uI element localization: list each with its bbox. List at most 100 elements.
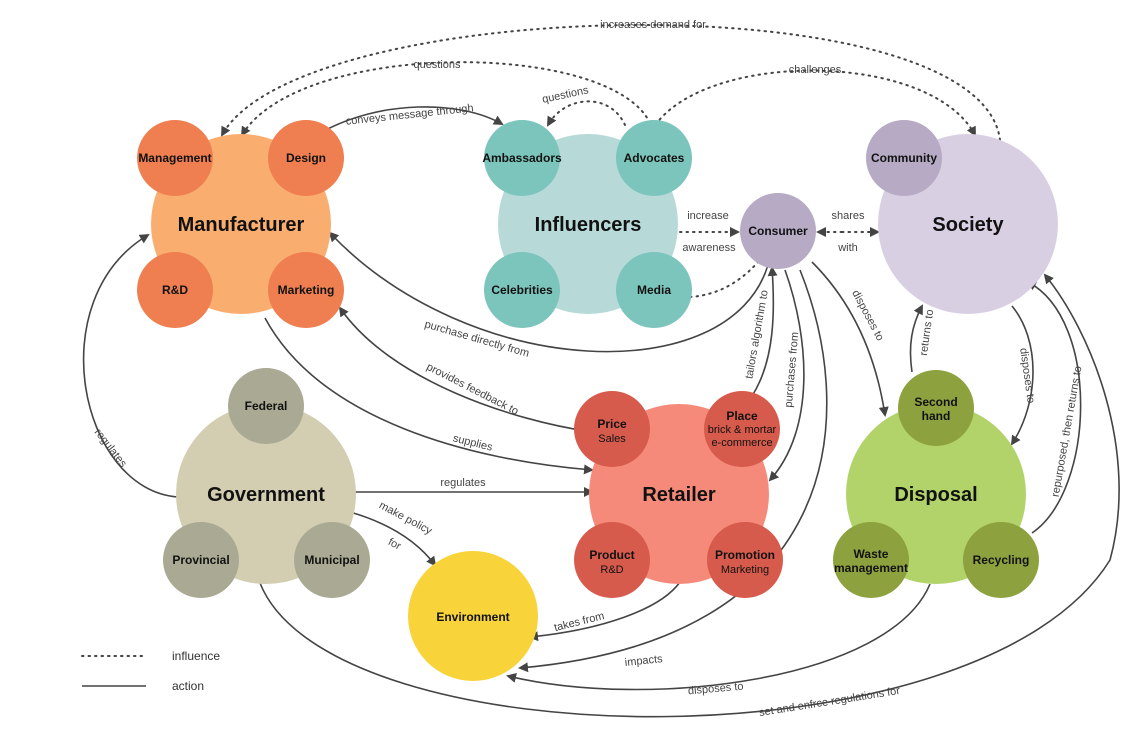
legend-action-label: action xyxy=(172,679,204,693)
product-label: Product xyxy=(589,548,634,562)
edge-impacts xyxy=(518,269,828,673)
label-questions-top: questions xyxy=(413,59,461,71)
edge-repurposed xyxy=(1026,281,1082,534)
marketing-label: Marketing xyxy=(278,283,335,297)
design-node xyxy=(268,120,344,196)
product-node xyxy=(574,522,650,598)
environment-node xyxy=(408,551,538,681)
edge-conveys-message xyxy=(321,106,504,133)
label-regulates-left: regulates xyxy=(92,427,130,470)
recycling-label: Recycling xyxy=(973,553,1030,567)
environment-group: Environment xyxy=(408,551,538,681)
provincial-label: Provincial xyxy=(172,553,229,567)
waste-management-label-2: management xyxy=(834,561,908,575)
manufacturer-label: Manufacturer xyxy=(178,214,305,236)
label-disposes-env: disposes to xyxy=(687,681,743,698)
federal-label: Federal xyxy=(245,399,288,413)
label-with: with xyxy=(837,242,858,254)
waste-management-label-1: Waste xyxy=(854,547,889,561)
label-disposes-society: disposes to xyxy=(1017,347,1037,404)
edge-takes-from xyxy=(528,581,681,642)
retailer-label: Retailer xyxy=(642,484,716,506)
rnd-label: R&D xyxy=(162,283,188,297)
government-label: Government xyxy=(207,484,325,506)
edge-returns-to xyxy=(909,304,923,373)
edge-questions-small xyxy=(547,100,626,127)
disposal-group: Disposal Second hand Waste management Re… xyxy=(833,370,1039,598)
place-node xyxy=(704,391,780,467)
celebrities-label: Celebrities xyxy=(491,283,553,297)
edge-questions-top xyxy=(240,61,651,137)
edge-disposes-society xyxy=(1010,305,1034,446)
municipal-node xyxy=(294,522,370,598)
influencers-label: Influencers xyxy=(535,214,642,236)
place-sub-label-2: e-commerce xyxy=(711,437,772,449)
manufacturer-group: Manufacturer Management Design R&D Marke… xyxy=(137,120,344,328)
ambassadors-node xyxy=(484,120,560,196)
management-node xyxy=(137,120,213,196)
label-make-policy-1: make policy xyxy=(377,499,434,537)
marketing-node xyxy=(268,252,344,328)
edge-supplies xyxy=(264,317,594,475)
promotion-node xyxy=(707,522,783,598)
second-hand-label-1: Second xyxy=(914,395,957,409)
edge-make-policy xyxy=(349,511,437,567)
advocates-node xyxy=(616,120,692,196)
label-make-policy-2: for xyxy=(386,536,403,553)
consumer-node xyxy=(740,193,816,269)
society-group: Society Community xyxy=(866,120,1058,314)
media-label: Media xyxy=(637,283,671,297)
second-hand-node xyxy=(898,370,974,446)
provincial-node xyxy=(163,522,239,598)
advocates-label: Advocates xyxy=(624,151,685,165)
federal-node xyxy=(228,368,304,444)
ambassadors-label: Ambassadors xyxy=(482,151,562,165)
second-hand-label-2: hand xyxy=(922,409,951,423)
consumer-label: Consumer xyxy=(748,224,808,238)
edge-disposes-env xyxy=(506,583,931,691)
product-sub-label: R&D xyxy=(600,564,623,576)
edge-disposes-consumer xyxy=(811,261,889,417)
edge-purchase-directly xyxy=(328,231,769,353)
rnd-node xyxy=(137,252,213,328)
consumer-group: Consumer xyxy=(740,193,816,269)
label-takes-from: takes from xyxy=(553,610,606,634)
legend: influence action xyxy=(81,649,220,693)
connections xyxy=(82,24,1120,718)
label-provides-feedback: provides feedback to xyxy=(424,361,520,418)
community-label: Community xyxy=(871,151,937,165)
label-disposes-consumer: disposes to xyxy=(849,288,886,343)
legend-influence-label: influence xyxy=(172,649,220,663)
design-label: Design xyxy=(286,151,326,165)
waste-management-node xyxy=(833,522,909,598)
society-label: Society xyxy=(932,214,1004,236)
label-increase: increase xyxy=(687,210,729,222)
influencers-group: Influencers Ambassadors Advocates Celebr… xyxy=(482,120,692,328)
edge-labels: increases demand for questions challenge… xyxy=(92,19,1085,719)
edge-tailors-algorithm xyxy=(751,266,778,397)
recycling-node xyxy=(963,522,1039,598)
government-group: Government Federal Provincial Municipal xyxy=(163,368,370,598)
label-increases-demand: increases demand for xyxy=(600,19,706,31)
edge-regulates-left xyxy=(82,233,179,498)
label-shares: shares xyxy=(831,210,865,222)
edge-media-consumer xyxy=(689,261,759,298)
municipal-label: Municipal xyxy=(304,553,359,567)
label-set-enforce: set and enfrce regulations for xyxy=(758,685,901,719)
price-sub-label: Sales xyxy=(598,433,626,445)
edge-provides-feedback xyxy=(338,306,593,433)
edge-set-enforce xyxy=(259,273,1120,718)
celebrities-node xyxy=(484,252,560,328)
community-node xyxy=(866,120,942,196)
label-conveys-message: conveys message through xyxy=(345,102,474,127)
label-impacts: impacts xyxy=(624,653,663,669)
edge-challenges xyxy=(651,69,976,137)
environment-label: Environment xyxy=(436,610,509,624)
place-sub-label-1: brick & mortar xyxy=(708,424,777,436)
label-regulates-mid: regulates xyxy=(440,477,486,489)
management-label: Management xyxy=(138,151,211,165)
edge-increases-demand xyxy=(221,24,1001,141)
place-label: Place xyxy=(726,409,758,423)
retailer-group: Retailer Price Sales Place brick & morta… xyxy=(574,391,783,598)
